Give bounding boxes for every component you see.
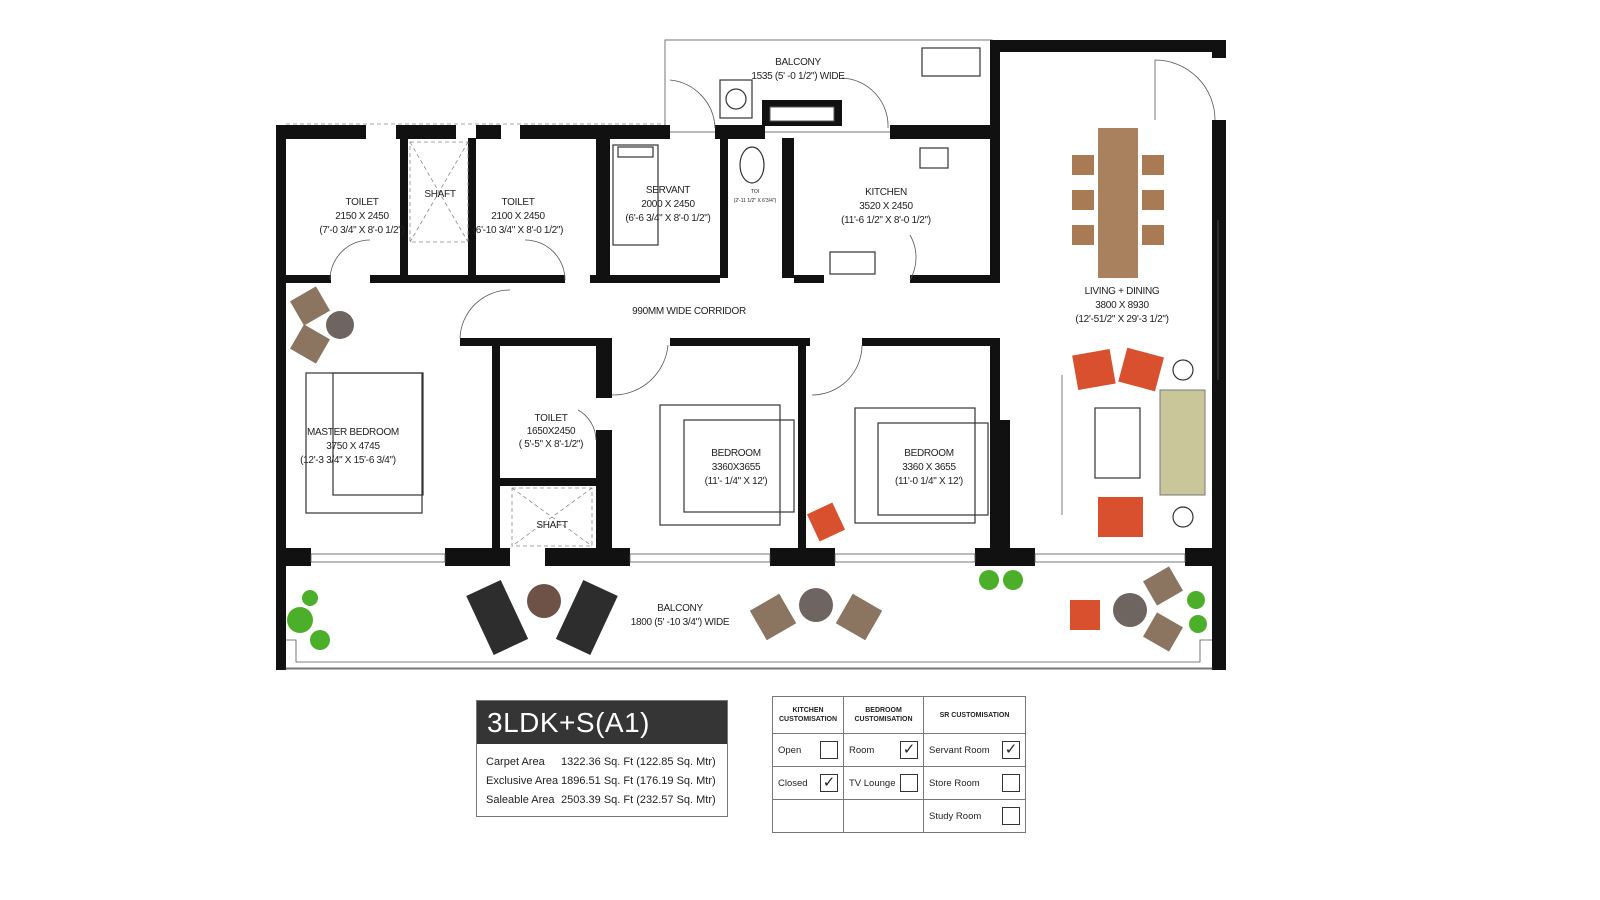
- room-name: 990MM WIDE CORRIDOR: [632, 306, 746, 317]
- room-dims-imperial: (7'-0 3/4" X 8'-0 1/2"): [319, 225, 404, 236]
- header-bedroom: BEDROOM CUSTOMISATION: [843, 696, 924, 734]
- area-value: 2503.39 Sq. Ft (232.57 Sq. Mtr): [561, 794, 716, 806]
- room-dims-imperial: (11'-6 1/2" X 8'-0 1/2"): [841, 215, 931, 226]
- room-name: SHAFT: [536, 520, 567, 531]
- option-sr-servant-room[interactable]: Servant Room ✓: [929, 741, 1020, 759]
- area-label: Carpet Area: [486, 756, 545, 768]
- room-dims: 2000 X 2450: [641, 199, 695, 210]
- room-name: MASTER BEDROOM: [307, 427, 399, 438]
- area-row-saleable: Saleable Area 2503.39 Sq. Ft (232.57 Sq. …: [486, 791, 727, 810]
- option-bedroom-tv-lounge[interactable]: TV Lounge: [849, 774, 918, 792]
- option-label: Room: [849, 744, 875, 756]
- room-dims: 1650X2450: [527, 426, 576, 437]
- room-dims-imperial: (12'-3 3/4" X 15'-6 3/4"): [300, 455, 396, 466]
- furniture: [287, 47, 1207, 655]
- room-dims-imperial: (11'-0 1/4" X 12'): [895, 476, 963, 487]
- option-kitchen-open[interactable]: Open: [778, 741, 838, 759]
- room-dims: 1535 (5' -0 1/2") WIDE: [751, 71, 845, 82]
- room-name: TOILET: [501, 197, 534, 208]
- room-dims-imperial: (6'-6 3/4" X 8'-0 1/2"): [625, 213, 710, 224]
- room-name: BEDROOM: [904, 448, 954, 459]
- option-label: Store Room: [929, 777, 980, 789]
- room-dims: 3360X3655: [712, 462, 761, 473]
- room-name: BALCONY: [657, 603, 703, 614]
- room-dims: 3520 X 2450: [859, 201, 913, 212]
- room-dims: 3750 X 4745: [326, 441, 380, 452]
- room-dims: 3800 X 8930: [1095, 300, 1149, 311]
- room-dims-imperial: ( 5'-5" X 8'-1/2"): [519, 439, 583, 450]
- room-name: TOILET: [345, 197, 378, 208]
- option-bedroom-room[interactable]: Room ✓: [849, 741, 918, 759]
- room-dims-imperial: (12'-51/2" X 29'-3 1/2"): [1075, 314, 1168, 325]
- option-label: Servant Room: [929, 744, 990, 756]
- header-sr: SR CUSTOMISATION: [923, 696, 1026, 734]
- checkbox[interactable]: ✓: [1002, 741, 1020, 759]
- room-name: TOILET: [534, 413, 567, 424]
- area-label: Saleable Area: [486, 794, 555, 806]
- area-row-carpet: Carpet Area 1322.36 Sq. Ft (122.85 Sq. Mt…: [486, 753, 727, 772]
- checkbox[interactable]: [1002, 807, 1020, 825]
- room-dims-imperial: (6'-10 3/4" X 8'-0 1/2"): [473, 225, 563, 236]
- room-dims: 3360 X 3655: [902, 462, 956, 473]
- option-kitchen-closed[interactable]: Closed ✓: [778, 774, 838, 792]
- checkbox[interactable]: [1002, 774, 1020, 792]
- room-dims-imperial: (11'- 1/4" X 12'): [705, 476, 768, 487]
- area-label: Exclusive Area: [486, 775, 559, 787]
- option-sr-study-room[interactable]: Study Room: [929, 807, 1020, 825]
- checkbox[interactable]: ✓: [900, 741, 918, 759]
- option-label: Closed: [778, 777, 808, 789]
- checkbox[interactable]: [900, 774, 918, 792]
- room-name: SHAFT: [424, 189, 455, 200]
- option-label: TV Lounge: [849, 777, 896, 789]
- checkbox[interactable]: [820, 741, 838, 759]
- windows-doors: [285, 59, 1219, 670]
- option-sr-store-room[interactable]: Store Room: [929, 774, 1020, 792]
- unit-area-card: 3LDK+S(A1) Carpet Area 1322.36 Sq. Ft (12…: [476, 700, 728, 817]
- room-name: BEDROOM: [711, 448, 761, 459]
- room-labels: BALCONY 1535 (5' -0 1/2") WIDE TOILET 21…: [300, 57, 1169, 628]
- customisation-table: KITCHEN CUSTOMISATION BEDROOM CUSTOMISAT…: [772, 696, 1026, 833]
- room-name: KITCHEN: [865, 187, 907, 198]
- room-dims: 2150 X 2450: [335, 211, 389, 222]
- walls: [276, 40, 1226, 670]
- option-label: Open: [778, 744, 802, 756]
- room-name: SERVANT: [646, 185, 690, 196]
- room-dims-imperial: (2'-11 1/2" X 6'3/4"): [734, 198, 777, 204]
- room-name: TOI: [751, 189, 759, 195]
- room-dims: 2100 X 2450: [491, 211, 545, 222]
- header-kitchen: KITCHEN CUSTOMISATION: [772, 696, 844, 734]
- room-dims: 1800 (5' -10 3/4") WIDE: [631, 617, 730, 628]
- area-value: 1896.51 Sq. Ft (176.19 Sq. Mtr): [561, 775, 716, 787]
- empty-cell: [772, 799, 844, 833]
- checkbox[interactable]: ✓: [820, 774, 838, 792]
- room-name: LIVING + DINING: [1085, 286, 1160, 297]
- empty-cell: [843, 799, 924, 833]
- area-value: 1322.36 Sq. Ft (122.85 Sq. Mtr): [561, 756, 716, 768]
- shafts: [409, 141, 593, 547]
- unit-type-title: 3LDK+S(A1): [477, 701, 727, 744]
- option-label: Study Room: [929, 810, 982, 822]
- room-name: BALCONY: [775, 57, 821, 68]
